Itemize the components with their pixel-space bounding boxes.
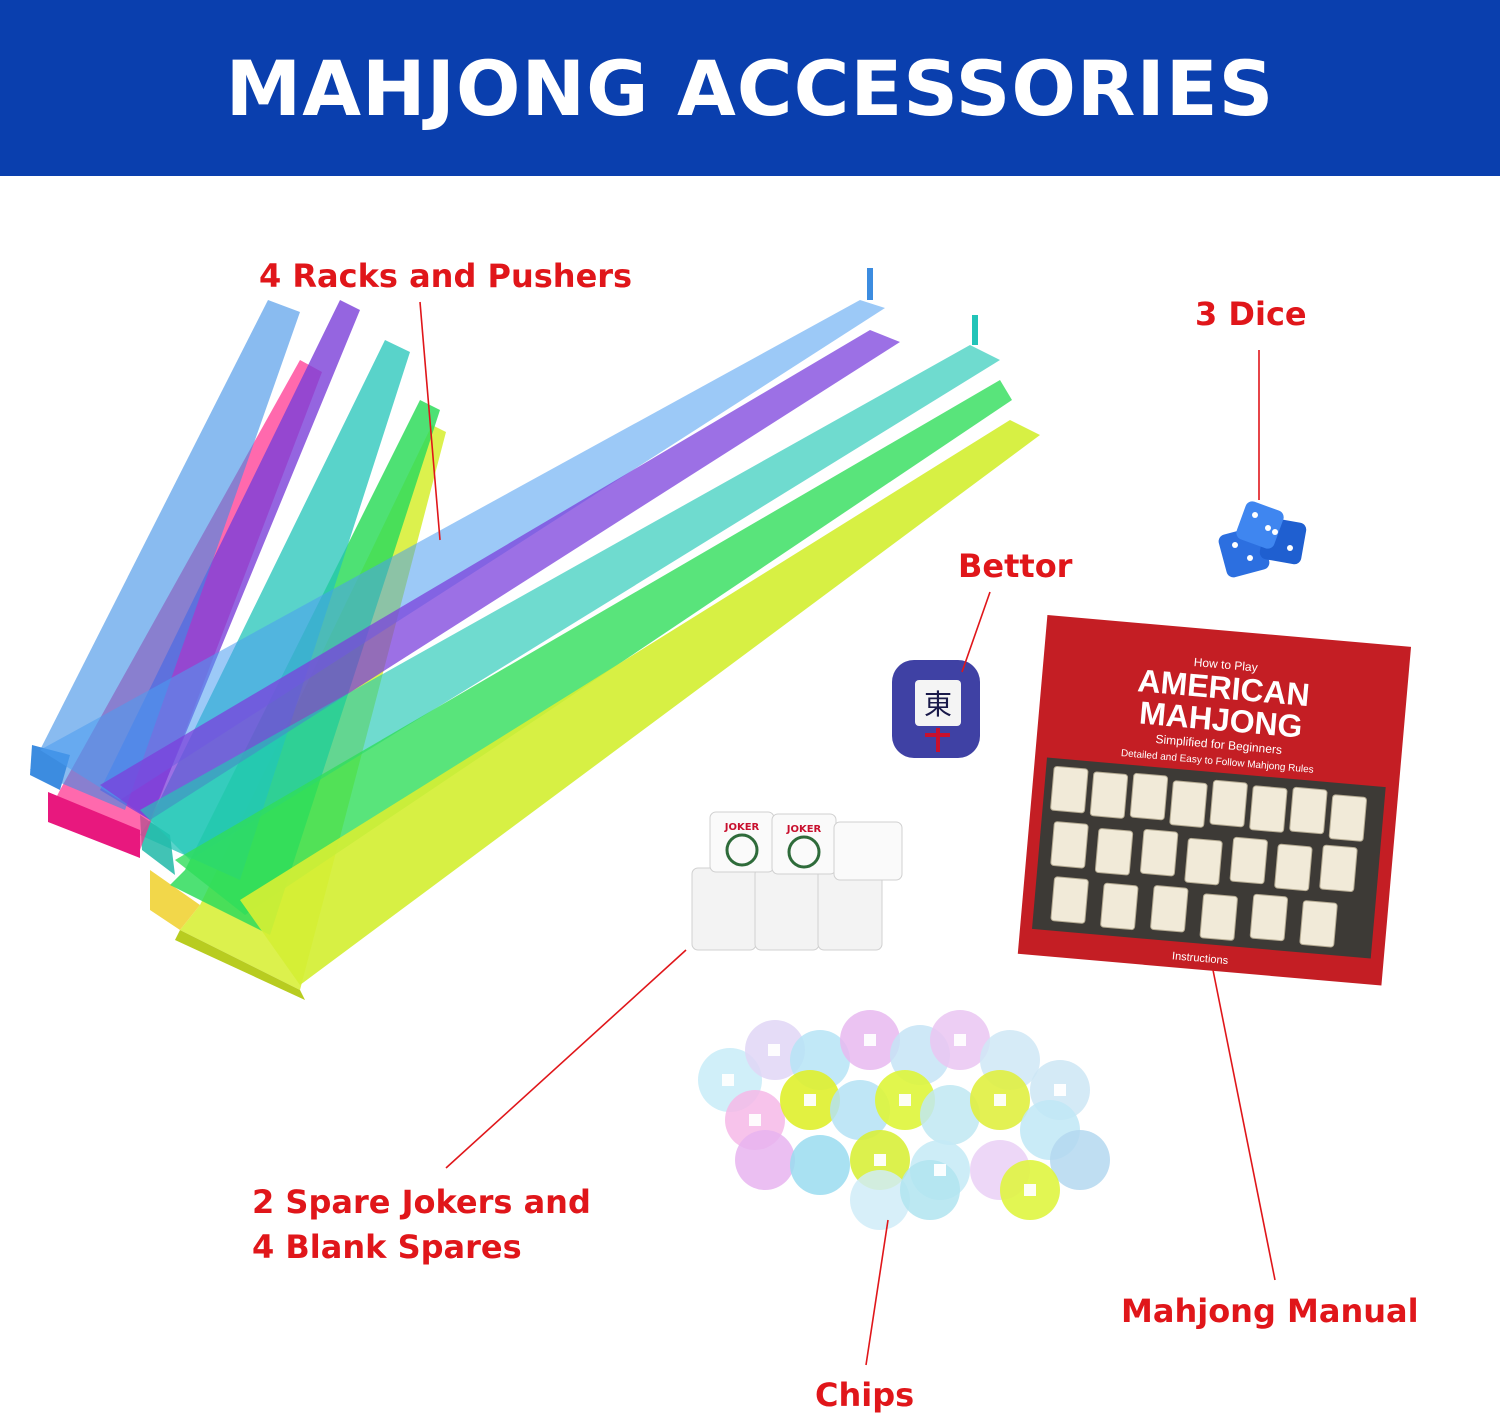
manual-footer: Instructions — [1172, 950, 1230, 967]
mahjong-manual: How to Play AMERICAN MAHJONG Simplified … — [1017, 615, 1412, 986]
header-banner: MAHJONG ACCESSORIES — [0, 0, 1500, 176]
joker-tile-1: JOKER — [724, 822, 760, 833]
label-bettor: Bettor — [958, 547, 1073, 585]
page-title: MAHJONG ACCESSORIES — [225, 43, 1275, 133]
bettor-die: 東 — [892, 660, 980, 758]
label-jokers-line1: 2 Spare Jokers and — [252, 1183, 591, 1221]
bettor-glyph: 東 — [924, 688, 952, 721]
chips-pile — [698, 1010, 1110, 1230]
label-chips: Chips — [815, 1376, 915, 1414]
manual-kicker: How to Play — [1193, 655, 1258, 675]
label-manual: Mahjong Manual — [1121, 1292, 1419, 1330]
joker-tile-2: JOKER — [786, 824, 822, 835]
racks-and-pushers — [30, 268, 1040, 1000]
leader-lines — [419, 301, 1276, 1366]
rack-blue — [30, 300, 300, 810]
spare-tiles: JOKER JOKER — [691, 811, 903, 951]
three-dice — [1218, 501, 1307, 578]
label-racks: 4 Racks and Pushers — [259, 257, 633, 295]
label-dice: 3 Dice — [1195, 295, 1307, 333]
label-jokers-line2: 4 Blank Spares — [252, 1228, 522, 1266]
